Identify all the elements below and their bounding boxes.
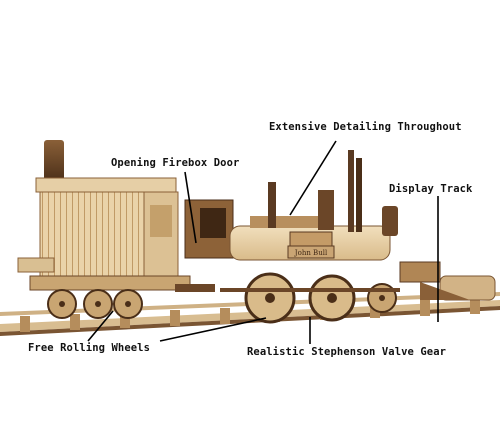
leader-line-wheels [87,310,114,342]
rolling-wheels [47,272,400,324]
leader-line-detail [289,140,337,216]
cab-and-tender [17,140,215,292]
display-track-label: Display Track [389,183,473,195]
stephenson-valve-gear-label: Realistic Stephenson Valve Gear [247,346,447,358]
locomotive-boiler [184,150,470,300]
free-rolling-wheels-label: Free Rolling Wheels [28,342,151,354]
nameplate-text: John Bull [294,249,328,257]
opening-firebox-door-label: Opening Firebox Door [111,157,240,169]
leader-line-wheels-2 [159,317,267,342]
extensive-detailing-label: Extensive Detailing Throughout [269,121,462,133]
callout-lines [87,140,439,344]
nameplate: John Bull [287,245,335,259]
leader-line-firebox [184,171,197,244]
